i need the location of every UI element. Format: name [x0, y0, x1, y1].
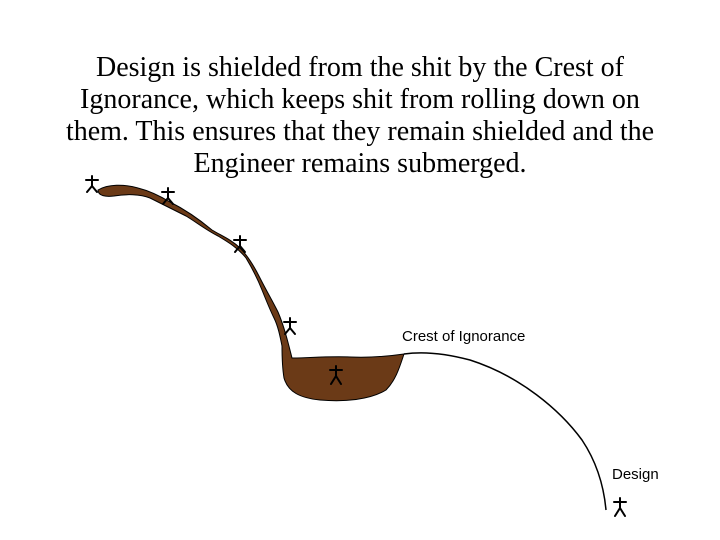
- submerged-engineer-figure: [329, 365, 343, 385]
- caption-line-1: Design is shielded from the shit by the …: [95, 52, 625, 83]
- upper-slope-figure: [161, 187, 175, 205]
- design-figure: [613, 497, 627, 517]
- design-label: Design: [612, 466, 659, 483]
- top-left-figure: [85, 175, 99, 193]
- diagram-caption: Design is shielded from the shit by the …: [30, 52, 690, 180]
- stick-figure-icon: [85, 175, 627, 517]
- caption-line-2: Ignorance, which keeps shit from rolling…: [80, 84, 640, 115]
- lower-slope-figure: [283, 317, 297, 335]
- caption-line-4: Engineer remains submerged.: [193, 148, 527, 179]
- mid-slope-figure: [233, 235, 247, 253]
- crest-of-ignorance-label: Crest of Ignorance: [402, 328, 526, 345]
- crest-of-ignorance-curve: [403, 352, 607, 511]
- caption-line-3: them. This ensures that they remain shie…: [65, 116, 655, 147]
- shit-stream: [97, 184, 405, 402]
